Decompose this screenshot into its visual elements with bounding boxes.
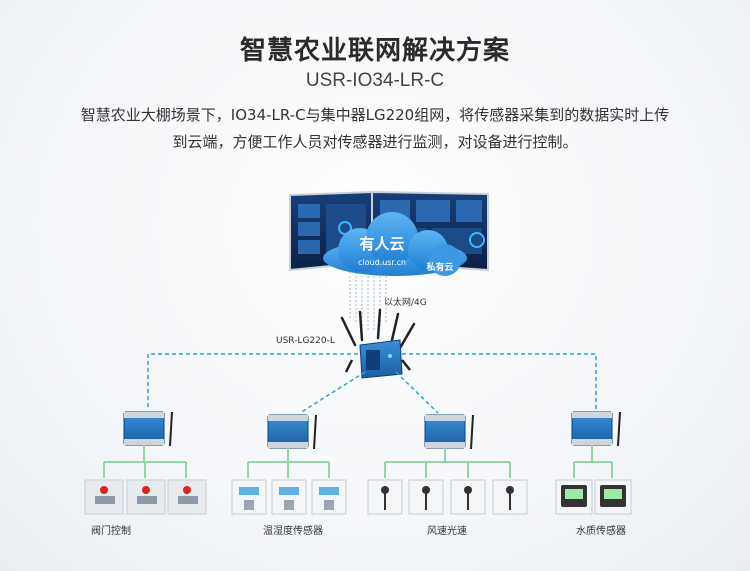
wind-light-sensor-icon <box>492 479 528 515</box>
group-label-wind-light: 风速光速 <box>427 526 467 537</box>
valve-icon <box>167 479 207 515</box>
page-title: 智慧农业联网解决方案 <box>239 36 510 66</box>
io-device-1 <box>123 411 173 447</box>
description-line-2: 到云端，方便工作人员对传感器进行监测，对设备进行控制。 <box>172 133 578 151</box>
valve-icon <box>84 479 124 515</box>
io-devices <box>123 411 621 450</box>
water-quality-sensor-icon <box>594 479 632 515</box>
io-device-3 <box>424 414 474 450</box>
group-wind-light <box>367 479 528 515</box>
group-valves <box>84 479 207 515</box>
group-label-valves: 阀门控制 <box>91 526 131 537</box>
uplink-lines <box>349 268 387 330</box>
description-line-1: 智慧农业大棚场景下，IO34-LR-C与集中器LG220组网，将传感器采集到的数… <box>80 106 670 124</box>
group-label-temp-humidity: 温湿度传感器 <box>263 526 323 537</box>
valve-icon <box>126 479 166 515</box>
wired-bus <box>103 445 613 478</box>
private-cloud-label: 私有云 <box>425 261 453 273</box>
product-model: USR-IO34-LR-C <box>305 70 445 91</box>
wind-light-sensor-icon <box>367 479 403 515</box>
water-quality-sensor-icon <box>555 479 593 515</box>
group-temp-humidity <box>231 479 347 515</box>
temp-humidity-sensor-icon <box>271 479 307 515</box>
link-label: 以太网/4G <box>384 296 427 308</box>
io-device-2 <box>267 414 317 450</box>
cloud-icon: 有人云 cloud.usr.cn 私有云 <box>323 212 467 276</box>
temp-humidity-sensor-icon <box>231 479 267 515</box>
gateway-label: USR-LG220-L <box>276 336 335 346</box>
group-water-quality <box>555 479 632 515</box>
description: 智慧农业大棚场景下，IO34-LR-C与集中器LG220组网，将传感器采集到的数… <box>60 102 690 156</box>
temp-humidity-sensor-icon <box>311 479 347 515</box>
gateway-device <box>340 308 416 379</box>
lora-links <box>147 353 597 414</box>
wind-light-sensor-icon <box>408 479 444 515</box>
cloud-name: 有人云 <box>359 235 404 253</box>
io-device-4 <box>571 411 621 447</box>
cloud-url: cloud.usr.cn <box>358 258 406 267</box>
group-label-water-quality: 水质传感器 <box>576 526 626 537</box>
wind-light-sensor-icon <box>450 479 486 515</box>
